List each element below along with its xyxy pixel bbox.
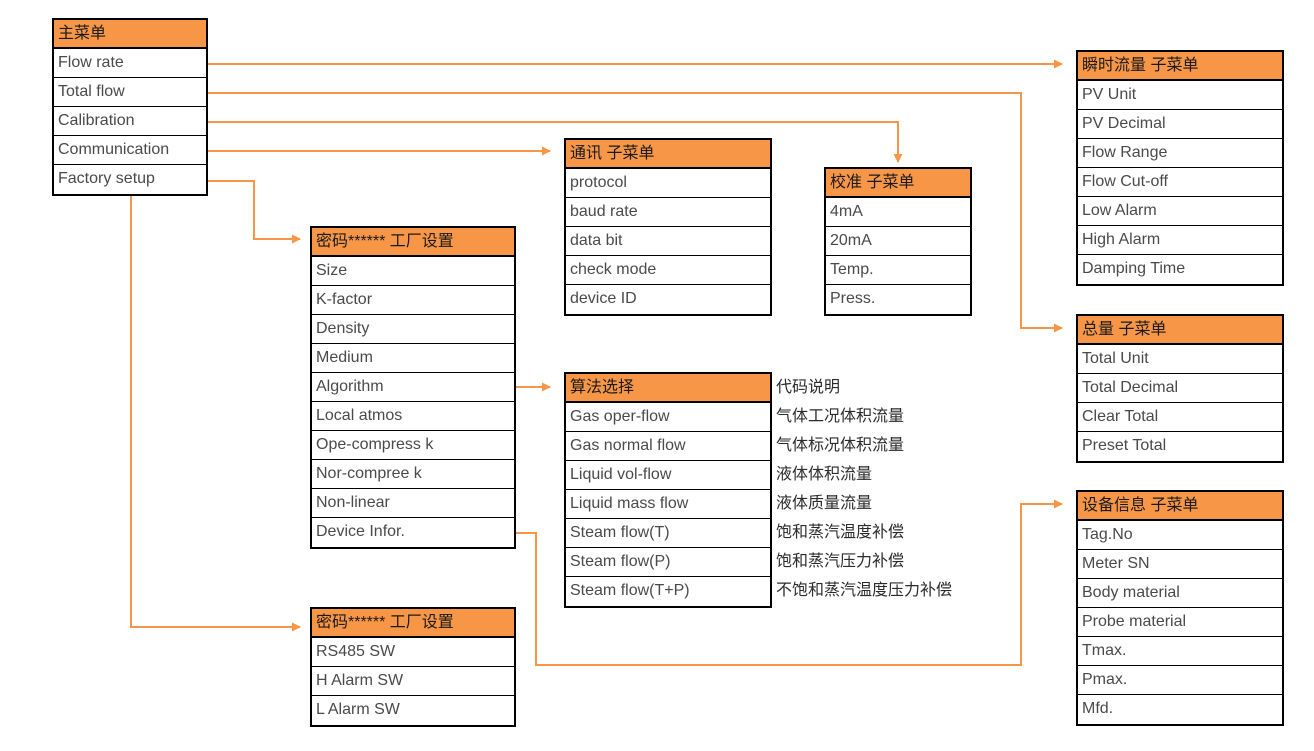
menu-item-high-alarm[interactable]: High Alarm <box>1078 226 1282 255</box>
menu-item-protocol[interactable]: protocol <box>566 169 770 198</box>
algorithm-note-gas-normal-flow: 气体标况体积流量 <box>776 437 905 454</box>
menu-item-liquid-mass-flow[interactable]: Liquid mass flow <box>566 490 770 519</box>
menu-item-meter-sn[interactable]: Meter SN <box>1078 550 1282 579</box>
algorithm-notes-heading: 代码说明 <box>776 379 841 396</box>
menu-item-press[interactable]: Press. <box>830 290 876 307</box>
algorithm-note-gas-oper-flow: 气体工况体积流量 <box>776 408 905 425</box>
menu-item-factory-setup[interactable]: Factory setup <box>58 170 155 187</box>
menu-item-density[interactable]: Density <box>312 315 514 344</box>
menu-item-pv-decimal[interactable]: PV Decimal <box>1078 110 1282 139</box>
menu-item-flow-cut-off[interactable]: Flow Cut-off <box>1078 168 1282 197</box>
algorithm-note-steam-flow-t: 饱和蒸汽温度补偿 <box>776 524 905 541</box>
wire-total-flow <box>208 92 1063 333</box>
algorithm-note-liquid-mass-flow: 液体质量流量 <box>776 495 873 512</box>
menu-item-20ma[interactable]: 20mA <box>826 227 970 256</box>
menu-item-probe-material[interactable]: Probe material <box>1078 608 1282 637</box>
wire-calibration <box>208 121 903 163</box>
menu-item-liquid-vol-flow[interactable]: Liquid vol-flow <box>566 461 770 490</box>
menu-item-medium[interactable]: Medium <box>312 344 514 373</box>
menu-item-device-infor[interactable]: Device Infor. <box>316 523 405 540</box>
menu-item-temp[interactable]: Temp. <box>826 256 970 285</box>
menu-item-pmax[interactable]: Pmax. <box>1078 666 1282 695</box>
panel-main-menu-title: 主菜单 <box>54 20 206 49</box>
menu-item-body-material[interactable]: Body material <box>1078 579 1282 608</box>
panel-calibration-sub-title: 校准 子菜单 <box>826 169 970 198</box>
menu-item-algorithm[interactable]: Algorithm <box>312 373 514 402</box>
panel-flow-rate-sub-title: 瞬时流量 子菜单 <box>1078 52 1282 81</box>
panel-communication-sub-title: 通讯 子菜单 <box>566 140 770 169</box>
algorithm-note-liquid-vol-flow: 液体体积流量 <box>776 466 873 483</box>
menu-item-preset-total[interactable]: Preset Total <box>1082 437 1167 454</box>
menu-item-total-decimal[interactable]: Total Decimal <box>1078 374 1282 403</box>
panel-algorithm-select: 算法选择 Gas oper-flow Gas normal flow Liqui… <box>564 372 772 608</box>
panel-flow-rate-sub: 瞬时流量 子菜单 PV Unit PV Decimal Flow Range F… <box>1076 50 1284 286</box>
menu-item-l-alarm-sw[interactable]: L Alarm SW <box>316 701 400 718</box>
menu-item-steam-flow-p[interactable]: Steam flow(P) <box>566 548 770 577</box>
menu-item-size[interactable]: Size <box>312 257 514 286</box>
panel-factory-setup-upper: 密码****** 工厂设置 Size K-factor Density Medi… <box>310 226 516 549</box>
menu-item-tag-no[interactable]: Tag.No <box>1078 521 1282 550</box>
menu-item-h-alarm-sw[interactable]: H Alarm SW <box>312 667 514 696</box>
menu-item-flow-range[interactable]: Flow Range <box>1078 139 1282 168</box>
menu-item-clear-total[interactable]: Clear Total <box>1078 403 1282 432</box>
menu-item-local-atmos[interactable]: Local atmos <box>312 402 514 431</box>
menu-item-low-alarm[interactable]: Low Alarm <box>1078 197 1282 226</box>
menu-item-baud-rate[interactable]: baud rate <box>566 198 770 227</box>
panel-calibration-sub: 校准 子菜单 4mA 20mA Temp. Press. <box>824 167 972 316</box>
menu-item-steam-flow-tp[interactable]: Steam flow(T+P) <box>570 582 690 599</box>
algorithm-notes-list: 代码说明 气体工况体积流量 气体标况体积流量 液体体积流量 液体质量流量 饱和蒸… <box>776 374 1006 606</box>
panel-factory-setup-lower: 密码****** 工厂设置 RS485 SW H Alarm SW L Alar… <box>310 607 516 727</box>
menu-item-4ma[interactable]: 4mA <box>826 198 970 227</box>
menu-item-data-bit[interactable]: data bit <box>566 227 770 256</box>
menu-item-tmax[interactable]: Tmax. <box>1078 637 1282 666</box>
algorithm-note-steam-flow-p: 饱和蒸汽压力补偿 <box>776 553 905 570</box>
panel-total-flow-sub-title: 总量 子菜单 <box>1078 316 1282 345</box>
menu-item-mfd[interactable]: Mfd. <box>1082 700 1114 717</box>
menu-item-device-id[interactable]: device ID <box>570 290 637 307</box>
menu-item-k-factor[interactable]: K-factor <box>312 286 514 315</box>
menu-item-ope-compress-k[interactable]: Ope-compress k <box>312 431 514 460</box>
menu-item-check-mode[interactable]: check mode <box>566 256 770 285</box>
menu-item-nor-compree-k[interactable]: Nor-compree k <box>312 460 514 489</box>
panel-total-flow-sub: 总量 子菜单 Total Unit Total Decimal Clear To… <box>1076 314 1284 463</box>
menu-item-gas-normal-flow[interactable]: Gas normal flow <box>566 432 770 461</box>
panel-main-menu: 主菜单 Flow rate Total flow Calibration Com… <box>52 18 208 196</box>
wire-factory-setup-upper <box>208 180 301 244</box>
menu-item-total-unit[interactable]: Total Unit <box>1078 345 1282 374</box>
panel-factory-setup-upper-title: 密码****** 工厂设置 <box>312 228 514 257</box>
menu-item-calibration[interactable]: Calibration <box>54 107 206 136</box>
menu-item-steam-flow-t[interactable]: Steam flow(T) <box>566 519 770 548</box>
algorithm-note-steam-flow-tp: 不饱和蒸汽温度压力补偿 <box>776 582 953 599</box>
panel-device-info-sub-title: 设备信息 子菜单 <box>1078 492 1282 521</box>
panel-communication-sub: 通讯 子菜单 protocol baud rate data bit check… <box>564 138 772 316</box>
menu-item-total-flow[interactable]: Total flow <box>54 78 206 107</box>
menu-item-damping-time[interactable]: Damping Time <box>1082 260 1186 277</box>
menu-item-pv-unit[interactable]: PV Unit <box>1078 81 1282 110</box>
menu-item-rs485-sw[interactable]: RS485 SW <box>312 638 514 667</box>
menu-item-flow-rate[interactable]: Flow rate <box>54 49 206 78</box>
menu-item-non-linear[interactable]: Non-linear <box>312 489 514 518</box>
menu-item-gas-oper-flow[interactable]: Gas oper-flow <box>566 403 770 432</box>
panel-algorithm-select-title: 算法选择 <box>566 374 770 403</box>
panel-factory-setup-lower-title: 密码****** 工厂设置 <box>312 609 514 638</box>
wire-factory-setup-lower <box>130 196 301 632</box>
menu-item-communication[interactable]: Communication <box>54 136 206 165</box>
wire-device-info <box>515 499 1063 666</box>
panel-device-info-sub: 设备信息 子菜单 Tag.No Meter SN Body material P… <box>1076 490 1284 726</box>
